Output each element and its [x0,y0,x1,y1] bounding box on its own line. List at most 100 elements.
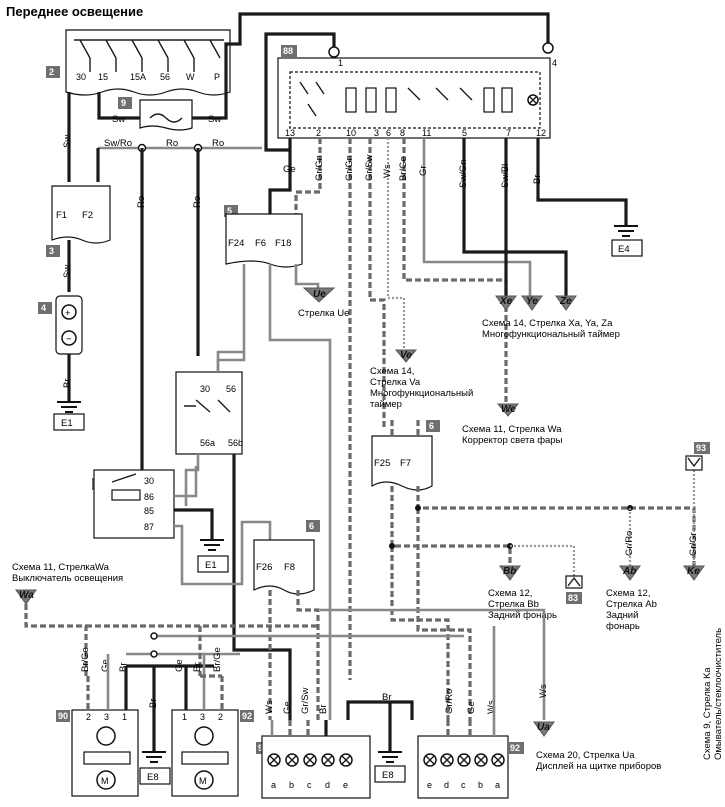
wire-label-ws-3: Ws [486,700,497,714]
module-88: 88 1 4 13 2 10 3 6 8 11 5 7 12 [277,42,557,139]
fuse-block-f26-f8: 6 F26 F8 [253,520,320,595]
note-ab-4: фонарь [606,621,640,632]
headlamp-left-bulb-filament-e [341,755,351,765]
component-92-tag-b: 92 [510,743,520,753]
wire-label-br-4: Br [148,699,159,709]
component-6-tag-b: 6 [309,521,314,531]
note-we-2: Корректор света фары [462,435,563,446]
wire-label-ws-2: Ws [264,700,275,714]
headlamp-right-bulb-filament-c [459,755,469,765]
wire-label-sw-bl: Sw/Bl [500,164,511,188]
relay-35: 35 30 56 56a 56b [175,371,243,455]
note-ua-2: Дисплей на щитке приборов [536,761,661,772]
fuse-f25-label: F25 [374,458,390,469]
arrow-ua-label: Ua [537,722,550,733]
svg-text:M: M [101,776,109,786]
headlamp-right-bulb-label-e: e [427,780,432,790]
ground-e1-label-bottom: E1 [205,560,217,571]
headlamp-left-bulb-label-b: b [289,780,294,790]
fuse-f18-label: F18 [275,238,291,249]
arrow-bb-label: Bb [503,566,516,577]
headlamp-right-bulb-label-d: d [444,780,449,790]
wire-label-gr-gr-1: Gr/Gr [688,532,699,556]
wire-label-ge-1: Ge [283,164,296,175]
arrow-ke-label: Ke [687,566,700,577]
arrow-wa [15,589,37,605]
relay-31-pin-85: 85 [144,506,154,516]
component-5-tag: 5 [227,206,232,216]
module-88-pin-12: 12 [536,128,546,138]
component-88-tag: 88 [283,46,293,56]
headlamp-right-bulb-label-a: a [495,780,500,790]
note-wa-1: Схема 11, СтрелкаWa [12,562,110,573]
ground-e1-label-top: E1 [61,418,73,429]
wire-label-br-ge-1: Br/Ge [398,156,409,181]
headlamp-left-bulb-label-a: a [271,780,276,790]
motor-right-pin-1: 1 [182,712,187,722]
wire-label-ge-4: Ge [282,701,293,714]
wire-label-ro-1: Ro [166,138,178,149]
arrow-ze [555,295,577,311]
arrow-we-label: We [501,404,516,415]
note-wa-2: Выключатель освещения [12,573,123,584]
fuse-block-f1-f2: F1 F2 3 [46,185,111,257]
module-88-pin-10: 10 [346,128,356,138]
component-83: 83 [565,575,583,604]
headlamp-right-bulb-filament-e [425,755,435,765]
component-90-tag: 90 [58,711,68,721]
note-ve-3: Многофункциональный [370,388,473,399]
arrow-ue-label: Ue [313,289,326,300]
wire-label-ge-2: Ge [100,659,111,672]
headlamp-left-bulb-filament-a [269,755,279,765]
note-ve-1: Схема 14, [370,366,414,377]
ground-e1-bottom: E1 [197,539,229,573]
note-ua-1: Схема 20, Стрелка Ua [536,750,635,761]
wire-label-ro-3: Ro [136,196,147,208]
note-bb-3: Задний фонарь [488,610,557,621]
motor-left-pin-1: 1 [122,712,127,722]
arrow-wa-label: Wa [19,590,34,601]
wire-label-sw-gn: Sw/Gn [458,159,469,188]
note-ka-2: Омыватель/стеклоочиститель [713,628,724,760]
switch-pin-30: 30 [76,72,86,82]
arrow-ye [521,295,543,311]
relay-31-pin-87: 87 [144,522,154,532]
ground-e4: E4 [611,225,643,257]
relay-35-pin-30: 30 [200,384,210,394]
headlamp-right-bulb-label-c: c [461,780,466,790]
headlamp-left-bulb-filament-c [305,755,315,765]
switch-pin-p: P [214,72,220,82]
headlamp-motor-right: Ge Br Br/Ge 92 1 3 2 M [171,647,254,797]
wire-label-br-1: Br [62,379,73,389]
relay-35-pin-56a: 56a [200,438,215,448]
motor-left-pin-2: 2 [86,712,91,722]
fuse-f1-label: F1 [56,210,67,221]
arrow-ze-label: Ze [559,296,572,307]
fuse-f7-label: F7 [400,458,411,469]
wire-label-ge-5: Ge [466,701,477,714]
wire-label-gr-sw-2: Gr/Sw [300,687,311,714]
note-bb-1: Схема 12, [488,588,532,599]
headlamp-left-bulb-label-d: d [325,780,330,790]
relay-31-pin-30: 30 [144,476,154,486]
wire-label-gr-ro-2: Gr/Ro [444,689,455,714]
ground-e8-center: Br E8 [346,692,414,783]
module-88-pin-11: 11 [422,128,431,138]
note-ve-2: Стрелка Va [370,377,421,388]
headlamp-right-bulb-label-b: b [478,780,483,790]
module-88-top-4: 4 [552,58,557,68]
headlamp-right-bulb-filament-d [442,755,452,765]
arrow-xe [495,295,517,311]
motor-left-pin-3: 3 [104,712,109,722]
note-xyz-1: Схема 14, Стрелка Xa, Ya, Za [482,318,613,329]
wire-label-br-5: Br [192,663,203,673]
wire-label-ge-3: Ge [174,659,185,672]
module-88-pin-3: 3 [374,128,379,138]
module-88-pin-6: 6 [386,128,391,138]
wire-label-gr-sw-1: Gr/Sw [364,154,375,181]
component-93-tag: 93 [696,443,706,453]
wire-label-gr-gn-1: Gr/Gn [314,155,325,181]
module-88-top-1: 1 [338,58,343,68]
